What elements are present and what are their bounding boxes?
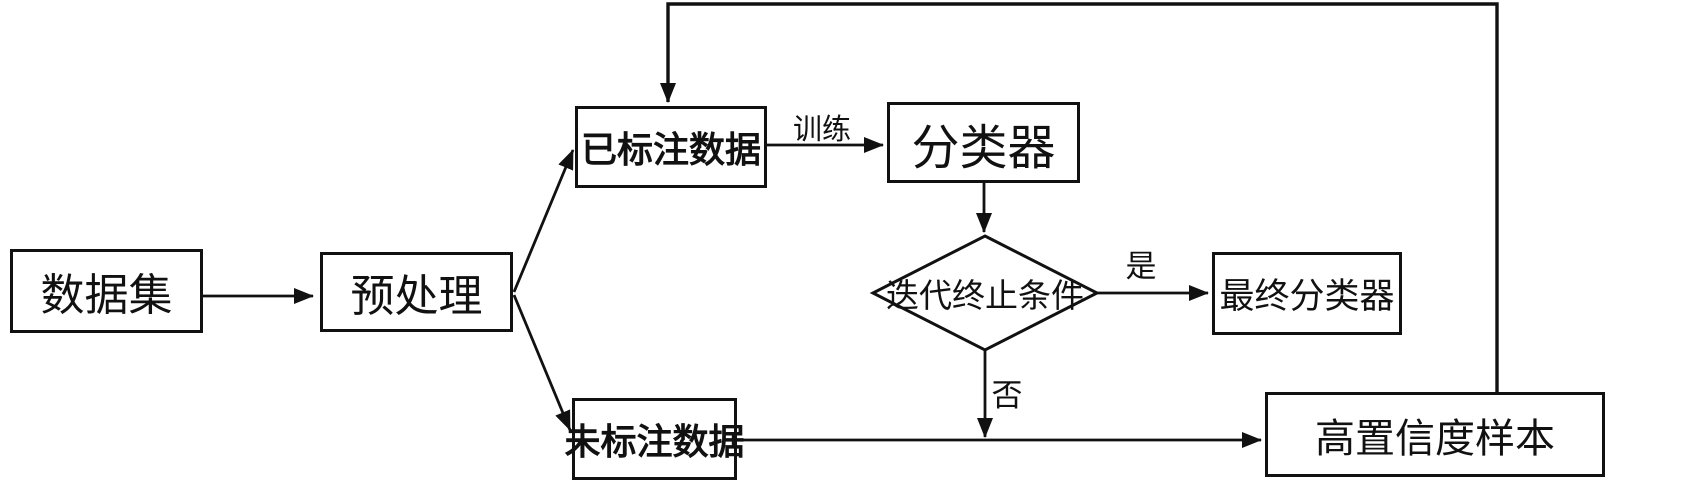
edge-label-yes: 是: [1125, 248, 1157, 284]
edge-preprocess-to-unlabeled: [512, 294, 572, 431]
node-termination-condition-label: 迭代终止条件: [886, 277, 1084, 314]
node-labeled-data: 已标注数据: [575, 106, 767, 188]
edge-label-no: 否: [991, 377, 1023, 413]
termination-condition-diamond: [869, 234, 1101, 352]
edge-preprocess-to-labeled: [512, 149, 575, 293]
node-dataset: 数据集: [10, 249, 203, 333]
node-final-classifier: 最终分类器: [1212, 252, 1402, 335]
node-preprocess: 预处理: [320, 252, 513, 332]
node-classifier: 分类器: [887, 102, 1080, 183]
edge-label-train: 训练: [792, 114, 851, 146]
node-unlabeled-data: 未标注数据: [565, 398, 745, 480]
edge-highconf-feedback-to-labeled: [660, 2, 1499, 392]
node-high-confidence-samples: 高置信度样本: [1265, 392, 1605, 477]
